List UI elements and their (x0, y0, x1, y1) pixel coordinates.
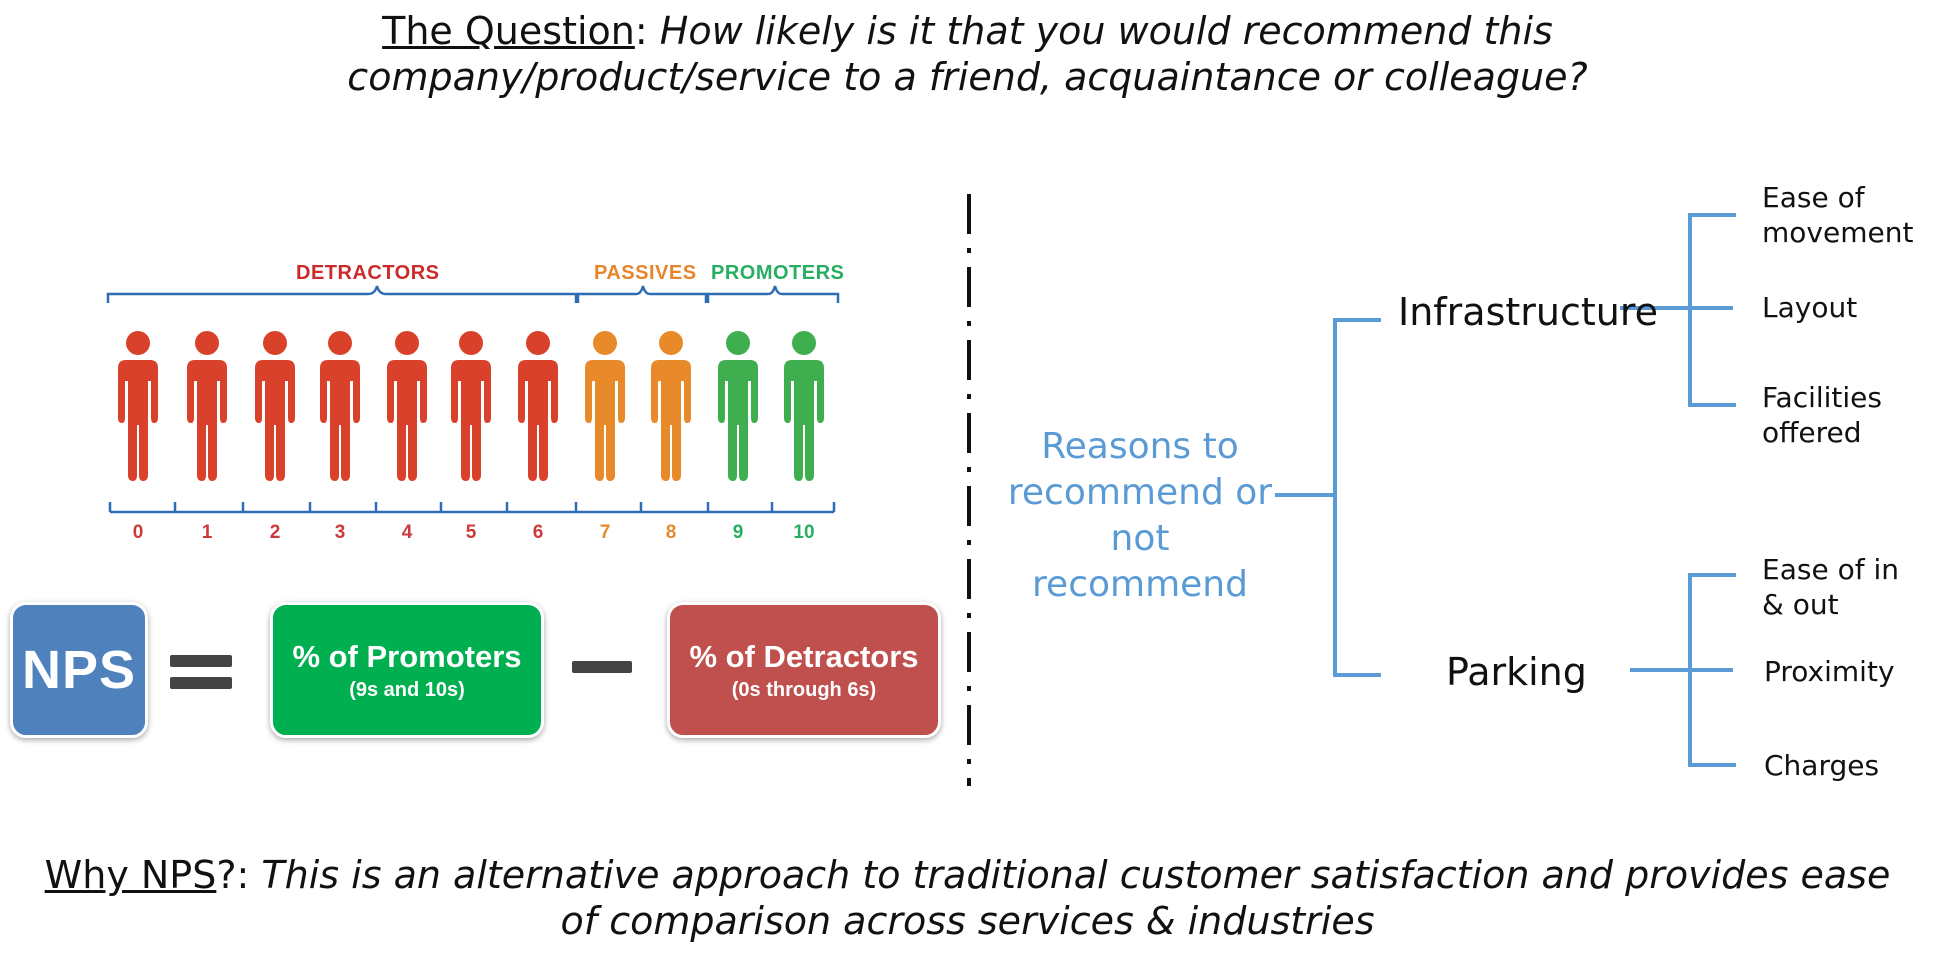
equals-sign (170, 655, 232, 689)
scale-tick-label-2: 2 (269, 522, 281, 543)
person-figure-1 (187, 331, 227, 481)
why-nps-heading: Why NPS?: This is an alternative approac… (0, 852, 1935, 944)
person-figure-5 (451, 331, 491, 481)
question-text-line2: company/product/service to a friend, acq… (347, 55, 1588, 99)
leaf-ease-of-in-out: Ease of in & out (1762, 552, 1899, 622)
promoters-bracket (706, 285, 840, 303)
reasons-root-node: Reasons to recommend or not recommend (1005, 424, 1275, 608)
scale-tick-label-1: 1 (201, 522, 213, 543)
person-figure-8 (651, 331, 691, 481)
leaf-ease-of-in-out-line1: Ease of in (1762, 553, 1899, 586)
detractors-box-sub: (0s through 6s) (731, 679, 877, 701)
category-passives: PASSIVES (594, 262, 697, 284)
leaf-facilities-offered-line2: offered (1762, 416, 1862, 449)
detractors-box-title: % of Detractors (689, 639, 919, 674)
reasons-root-line2: recommend or (1007, 472, 1273, 513)
scale-tick-label-4: 4 (401, 522, 413, 543)
category-brackets (106, 285, 840, 303)
scale-tick-label-8: 8 (665, 522, 677, 543)
leaf-ease-of-in-out-line2: & out (1762, 588, 1839, 621)
reasons-root-line1: Reasons to (1041, 426, 1239, 467)
scale-tick-label-3: 3 (334, 522, 346, 543)
scale-tick-label-10: 10 (793, 522, 815, 543)
detractors-box: % of Detractors (0s through 6s) (667, 602, 941, 738)
detractors-bracket (106, 285, 578, 303)
person-figure-10 (784, 331, 824, 481)
question-label: The Question (382, 9, 635, 53)
leaf-ease-of-movement: Ease of movement (1762, 180, 1913, 250)
leaf-facilities-offered: Facilities offered (1762, 380, 1882, 450)
reasons-root-line3: not recommend (1032, 518, 1248, 605)
scale-tick-label-5: 5 (465, 522, 477, 543)
scale-tick-label-6: 6 (532, 522, 544, 543)
category-promoters: PROMOTERS (711, 262, 845, 284)
promoters-box: % of Promoters (9s and 10s) (270, 602, 544, 738)
question-text-line1: How likely is it that you would recommen… (659, 9, 1553, 53)
person-figure-4 (387, 331, 427, 481)
reasons-tree-lines (1275, 213, 1736, 767)
people-row (118, 331, 824, 481)
parking-node: Parking (1446, 650, 1587, 694)
leaf-ease-of-movement-line2: movement (1762, 216, 1914, 249)
leaf-proximity: Proximity (1764, 655, 1895, 688)
category-detractors: DETRACTORS (296, 262, 440, 284)
leaf-layout: Layout (1762, 291, 1858, 324)
why-sep: ?: (216, 853, 250, 897)
person-figure-0 (118, 331, 158, 481)
person-figure-2 (255, 331, 295, 481)
person-figure-3 (320, 331, 360, 481)
why-text-line1: This is an alternative approach to tradi… (261, 853, 1891, 897)
equals-bar-top (170, 655, 232, 667)
question-sep: : (634, 9, 648, 53)
person-figure-7 (585, 331, 625, 481)
scale-tick-line (108, 502, 836, 514)
leaf-charges: Charges (1764, 749, 1880, 782)
nps-scale-graphic (106, 285, 840, 514)
promoters-box-title: % of Promoters (292, 639, 522, 674)
scale-tick-label-7: 7 (599, 522, 611, 543)
nps-box: NPS (10, 602, 148, 738)
promoters-box-sub: (9s and 10s) (349, 679, 465, 701)
dash-dot-divider (967, 194, 971, 786)
why-text-line2: of comparison across services & industri… (560, 899, 1375, 943)
person-figure-9 (718, 331, 758, 481)
nps-box-label: NPS (21, 640, 137, 700)
passives-bracket (576, 285, 708, 303)
leaf-ease-of-movement-line1: Ease of (1762, 181, 1865, 214)
leaf-facilities-offered-line1: Facilities (1762, 381, 1882, 414)
why-label: Why NPS (44, 853, 217, 897)
scale-tick-label-9: 9 (732, 522, 744, 543)
person-figure-6 (518, 331, 558, 481)
level1-bracket (1333, 318, 1381, 677)
minus-sign (572, 661, 632, 673)
question-heading: The Question: How likely is it that you … (0, 8, 1935, 100)
scale-tick-label-0: 0 (132, 522, 144, 543)
equals-bar-bottom (170, 677, 232, 689)
infrastructure-node: Infrastructure (1398, 290, 1659, 334)
